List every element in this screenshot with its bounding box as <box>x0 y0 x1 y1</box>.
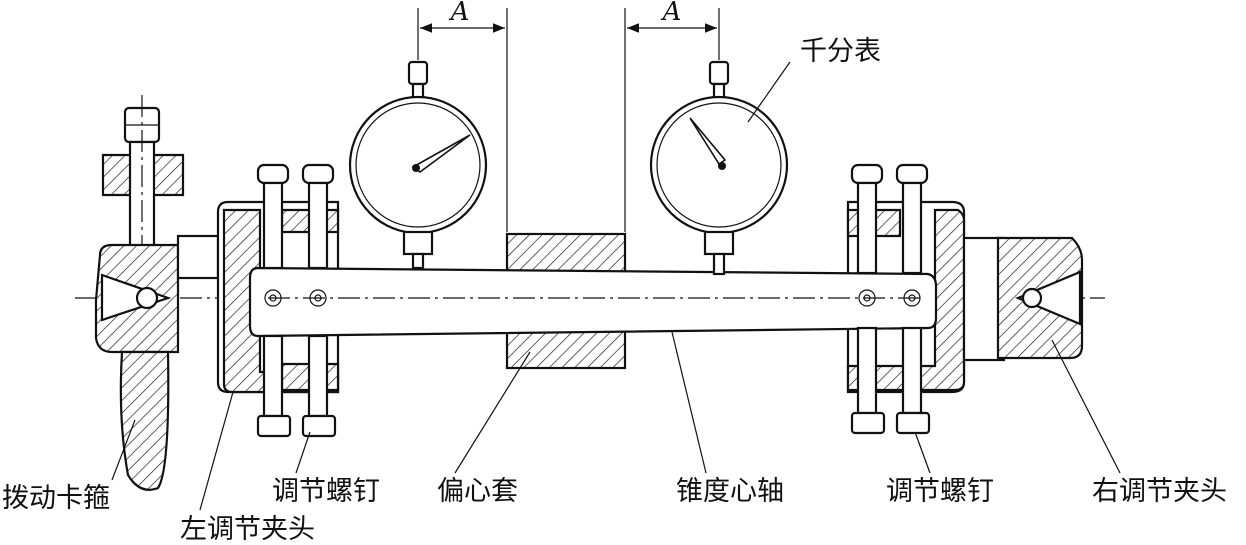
dimension-right <box>624 8 720 232</box>
left-stub <box>176 234 220 280</box>
screw-tip-marks <box>264 289 921 307</box>
dimension-right-label: A <box>661 0 682 27</box>
dimension-left-label: A <box>449 0 470 27</box>
label-adjust-screw-right: 调节螺钉 <box>886 476 994 507</box>
eccentric-sleeve <box>505 232 627 370</box>
label-taper-mandrel: 锥度心轴 <box>676 476 784 507</box>
dial-gauge-right <box>649 60 789 276</box>
right-clamp-body <box>996 236 1084 360</box>
left-bottom-screws <box>256 334 337 438</box>
right-top-screws <box>850 163 929 275</box>
label-adjust-screw-left: 调节螺钉 <box>272 476 380 507</box>
label-dial-gauge: 千分表 <box>800 36 881 67</box>
label-eccentric-sleeve: 偏心套 <box>437 476 518 507</box>
label-driver-clamp: 拨动卡箍 <box>2 483 110 514</box>
taper-mandrel <box>248 266 938 338</box>
dimension-left <box>417 8 508 232</box>
leader-lines <box>111 61 1121 511</box>
right-bottom-screws <box>850 326 931 435</box>
label-right-clamp-head: 右调节夹头 <box>1092 476 1227 507</box>
driver-clamp <box>94 95 185 491</box>
clamp-handle <box>119 350 170 491</box>
dial-gauge-left <box>348 60 488 270</box>
label-left-clamp-head: 左调节夹头 <box>180 514 315 545</box>
left-top-screws <box>256 163 335 270</box>
